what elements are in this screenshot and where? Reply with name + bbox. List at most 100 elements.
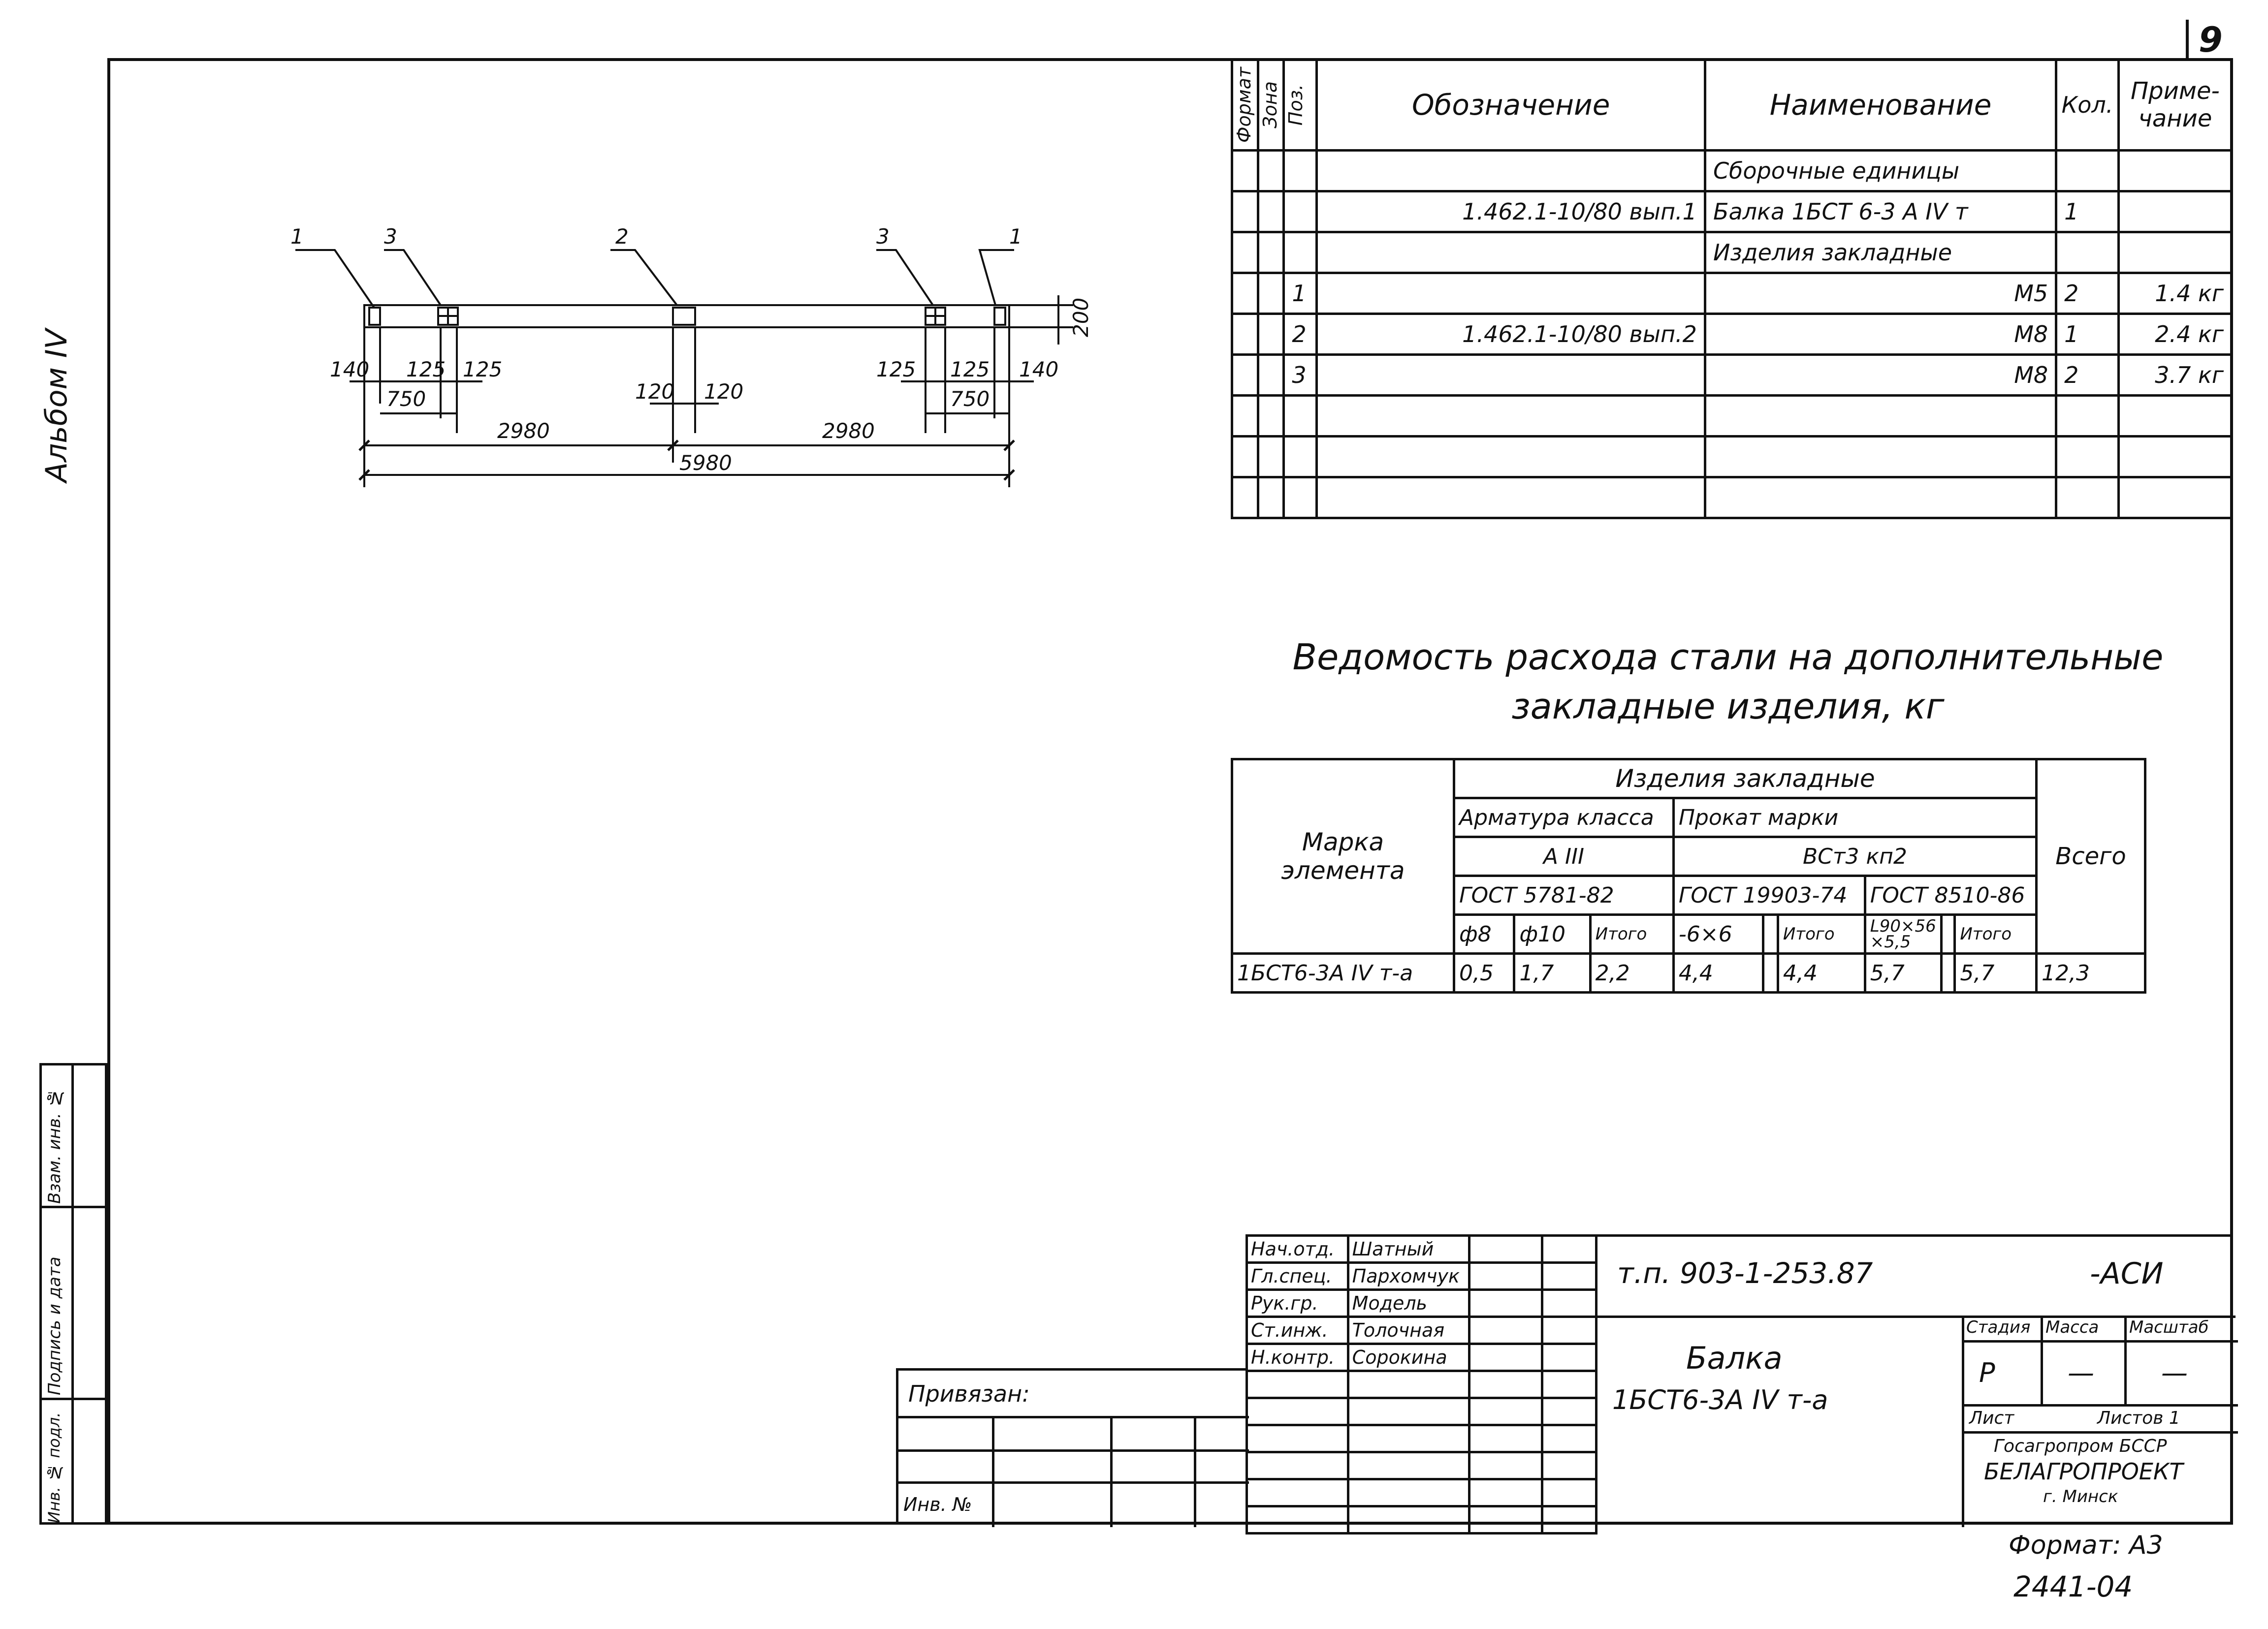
dim-750-right: 750 [950, 387, 990, 411]
dim-5980: 5980 [679, 451, 732, 475]
doc-number: 2441-04 [2013, 1570, 2133, 1603]
item-title: Балка [1686, 1340, 1783, 1376]
h-gost2: ГОСТ 19903-74 [1672, 875, 1866, 916]
sheet-label: Лист [1969, 1408, 2014, 1428]
left-stamp-strip: Взам. инв. № Подпись и дата Инв. № подл. [39, 1063, 107, 1525]
sub-header: -6×6 [1672, 913, 1765, 955]
h-vst: ВСт3 кп2 [1672, 836, 2038, 877]
col-note: Приме-чание [2117, 58, 2234, 152]
h-armatura: Арматура класса [1453, 797, 1675, 838]
dim-125-right-b: 125 [950, 357, 990, 381]
signature-row: Рук.гр.Модель [1246, 1288, 1598, 1318]
embed-2-center [672, 307, 696, 326]
sub-header: Итого [1776, 913, 1866, 955]
dim-125-left-b: 125 [463, 357, 502, 381]
table-row: 1БСТ6-3А IV т-а 0,5 1,7 2,2 4,4 4,4 5,7 … [1231, 952, 2146, 994]
vedomost-title-line2: закладные изделия, кг [1511, 686, 1945, 727]
col-pos: Поз. [1282, 58, 1318, 152]
mass-value: — [2068, 1357, 2094, 1388]
inv-no-label: Инв. № [903, 1494, 972, 1515]
row-mark: 1БСТ6-3А IV т-а [1231, 952, 1455, 994]
dim-125-right-a: 125 [876, 357, 916, 381]
embed-1-left [368, 307, 381, 326]
org-line3: г. Минск [2043, 1487, 2118, 1506]
dim-2980-right: 2980 [822, 419, 875, 443]
signature-row: Гл.спец.Пархомчук [1246, 1261, 1598, 1291]
marker-3-left: 3 [384, 224, 397, 249]
h-aiii: А III [1453, 836, 1675, 877]
sub-header: Итого [1953, 913, 2038, 955]
privyazan-block: Привязан: Инв. № [896, 1368, 1249, 1527]
dim-120-b: 120 [704, 379, 743, 404]
dim-750-left: 750 [386, 387, 426, 411]
marker-2: 2 [615, 224, 629, 249]
main-title-block: т.п. 903-1-253.87 -АСИ Балка 1БСТ6-3А IV… [1595, 1234, 2238, 1527]
project-code-suffix: -АСИ [2090, 1256, 2164, 1291]
col-format: Формат [1231, 58, 1259, 152]
h-prokat: Прокат марки [1672, 797, 2038, 838]
vedomost-title-line1: Ведомость расхода стали на дополнительны… [1292, 636, 2164, 678]
marker-1-right: 1 [1009, 224, 1022, 249]
format-label: Формат: А3 [2009, 1531, 2163, 1560]
sheets-label: Листов 1 [2097, 1408, 2180, 1428]
stamp-podpis: Подпись и дата [45, 1256, 64, 1395]
mass-header: Масса [2045, 1317, 2099, 1337]
specification-table: Формат Зона Поз. Обозначение Наименовани… [1231, 58, 2234, 519]
stage-value: Р [1979, 1357, 1995, 1388]
dim-140-right: 140 [1019, 357, 1058, 381]
col-zone: Зона [1256, 58, 1285, 152]
signature-table: Нач.отд.Шатный Гл.спец.Пархомчук Рук.гр.… [1246, 1234, 1598, 1535]
spec-row [1231, 435, 2234, 478]
stage-header: Стадия [1966, 1317, 2031, 1337]
col-designation: Обозначение [1315, 58, 1706, 152]
project-code: т.п. 903-1-253.87 [1617, 1256, 1873, 1290]
embed-1-right [993, 307, 1006, 326]
dim-140-left: 140 [330, 357, 369, 381]
dim-125-left-a: 125 [406, 357, 446, 381]
org-line2: БЕЛАГРОПРОЕКТ [1984, 1458, 2183, 1485]
sub-header: ф8 [1452, 913, 1516, 955]
spec-row: Сборочные единицы [1231, 149, 2234, 192]
spec-row [1231, 394, 2234, 438]
item-mark: 1БСТ6-3А IV т-а [1612, 1384, 1828, 1415]
steel-consumption-table: Марка элемента Изделия закладные Всего А… [1231, 758, 2146, 994]
sub-header: L90×56 ×5,5 [1863, 913, 1943, 955]
org-line1: Госагропром БССР [1994, 1436, 2167, 1456]
beam-drawing: 1 3 2 3 1 140 125 125 750 120 120 125 12… [290, 224, 1093, 487]
spec-row [1231, 476, 2234, 519]
sub-header [1762, 913, 1779, 955]
stamp-vzam: Взам. инв. № [45, 1088, 64, 1204]
spec-row: 1.462.1-10/80 вып.1 Балка 1БСТ 6-3 А IV … [1231, 190, 2234, 233]
scale-value: — [2161, 1357, 2188, 1388]
h-gost1: ГОСТ 5781-82 [1453, 875, 1675, 916]
row-total: 12,3 [2035, 952, 2146, 994]
sub-header: ф10 [1513, 913, 1592, 955]
h-marka: Марка элемента [1231, 758, 1455, 955]
col-qty: Кол. [2055, 58, 2120, 152]
marker-1-left: 1 [290, 224, 304, 249]
marker-3-right: 3 [876, 224, 890, 249]
signature-row: Н.контр.Сорокина [1246, 1343, 1598, 1372]
vedomost-title: Ведомость расхода стали на дополнительны… [1260, 632, 2196, 731]
sub-header: Итого [1589, 913, 1675, 955]
scale-header: Масштаб [2129, 1317, 2209, 1337]
col-name: Наименование [1703, 58, 2058, 152]
beam-body [363, 304, 1010, 328]
signature-row: Ст.инж.Толочная [1246, 1316, 1598, 1345]
page-number: 9 [2186, 20, 2223, 60]
dim-200: 200 [1069, 298, 1093, 337]
h-vsego: Всего [2035, 758, 2146, 955]
dim-2980-left: 2980 [497, 419, 550, 443]
signature-row: Нач.отд.Шатный [1246, 1234, 1598, 1264]
spec-row: Изделия закладные [1231, 231, 2234, 274]
h-gost3: ГОСТ 8510-86 [1863, 875, 2038, 916]
privyazan-label: Привязан: [908, 1380, 1030, 1407]
sub-header [1940, 913, 1956, 955]
h-izdelia: Изделия закладные [1453, 758, 2038, 799]
stamp-inv: Инв. № подл. [45, 1412, 64, 1523]
album-label: Альбом IV [39, 329, 74, 482]
dim-120-a: 120 [635, 379, 674, 404]
